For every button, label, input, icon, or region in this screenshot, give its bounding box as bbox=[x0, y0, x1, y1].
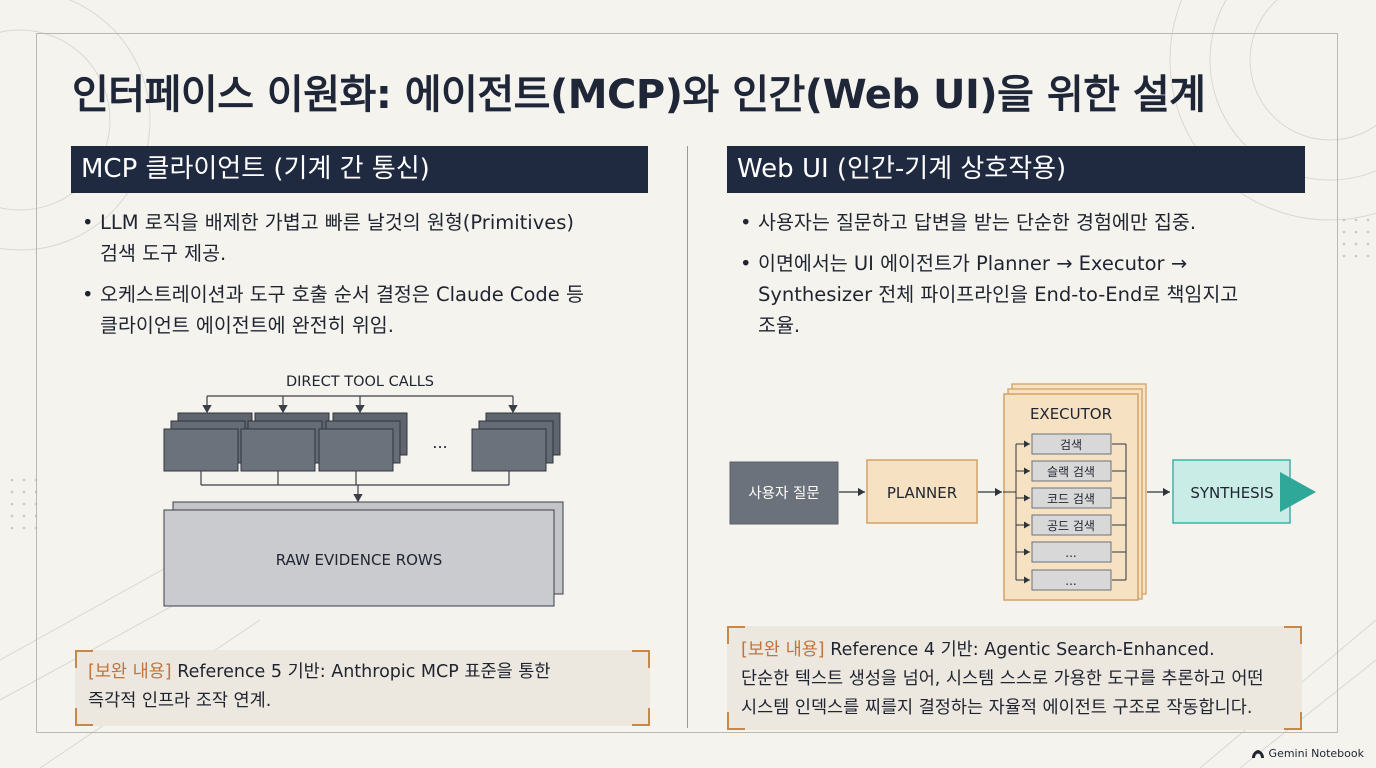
planner-label: PLANNER bbox=[887, 484, 957, 502]
bullet-line: 사용자는 질문하고 답변을 받는 단순한 경험에만 집중. bbox=[758, 211, 1197, 234]
synthesis-label: SYNTHESIS bbox=[1190, 484, 1273, 502]
executor-task-label: ... bbox=[1065, 546, 1076, 560]
synthesis-box bbox=[1172, 459, 1291, 524]
bullet-line: 조율. bbox=[758, 314, 801, 337]
brand-watermark: Gemini Notebook bbox=[1251, 747, 1364, 760]
webui-bullet-item: 이면에서는 UI 에이전트가 Planner → Executor → Synt… bbox=[736, 248, 1326, 341]
tool-call-connectors bbox=[202, 395, 518, 414]
executor-task-box bbox=[1031, 541, 1112, 563]
executor-task-label: 슬랙 검색 bbox=[1047, 465, 1095, 479]
bullet-line: 검색 도구 제공. bbox=[100, 242, 227, 265]
note-text: 단순한 텍스트 생성을 넘어, 시스템 스스로 가용한 도구를 추론하고 어떤 bbox=[741, 669, 1264, 689]
webui-pipeline-diagram: 사용자 질문 PLANNER EXECUTOR 검색 슬랙 검색 코드 검색 공… bbox=[729, 383, 1316, 601]
bullet-line: Synthesizer 전체 파이프라인을 End-to-End로 책임지고 bbox=[758, 283, 1239, 306]
note-corner bbox=[1284, 712, 1302, 730]
executor-task-box bbox=[1031, 569, 1112, 591]
note-corner bbox=[727, 712, 745, 730]
bullet-line: 오케스트레이션과 도구 호출 순서 결정은 Claude Code 등 bbox=[100, 283, 584, 306]
executor-task-box bbox=[1031, 487, 1112, 509]
direct-tool-calls-label: DIRECT TOOL CALLS bbox=[286, 374, 434, 390]
mcp-bullet-item: LLM 로직을 배제한 가볍고 빠른 날것의 원형(Primitives) 검색… bbox=[78, 207, 678, 269]
note-line: [보완 내용] Reference 5 기반: Anthropic MCP 표준… bbox=[88, 658, 650, 687]
tool-stack-ellipsis: ... bbox=[432, 433, 447, 452]
page-title: 인터페이스 이원화: 에이전트(MCP)와 인간(Web UI)을 위한 설계 bbox=[72, 72, 1206, 118]
planner-box bbox=[866, 459, 978, 524]
user-query-label: 사용자 질문 bbox=[748, 485, 819, 502]
tool-stack bbox=[240, 412, 330, 472]
column-divider bbox=[687, 146, 688, 728]
raw-evidence-label: RAW EVIDENCE ROWS bbox=[276, 551, 443, 569]
executor-task-box bbox=[1031, 460, 1112, 482]
note-text: 즉각적 인프라 조작 연계. bbox=[88, 691, 272, 711]
note-line: [보완 내용] Reference 4 기반: Agentic Search-E… bbox=[741, 636, 1302, 665]
mcp-bullet-item: 오케스트레이션과 도구 호출 순서 결정은 Claude Code 등 클라이언… bbox=[78, 279, 678, 341]
note-corner bbox=[727, 626, 745, 644]
bullet-line: LLM 로직을 배제한 가볍고 빠른 날것의 원형(Primitives) bbox=[100, 211, 575, 234]
webui-bullet-item: 사용자는 질문하고 답변을 받는 단순한 경험에만 집중. bbox=[736, 207, 1326, 238]
executor-task-box bbox=[1031, 514, 1112, 536]
executor-label: EXECUTOR bbox=[1030, 405, 1112, 423]
note-text: 시스템 인덱스를 찌를지 결정하는 자율적 에이전트 구조로 작동합니다. bbox=[741, 698, 1253, 718]
note-corner bbox=[75, 708, 93, 726]
tool-stack bbox=[471, 412, 561, 472]
mcp-bullet-list: LLM 로직을 배제한 가볍고 빠른 날것의 원형(Primitives) 검색… bbox=[78, 207, 678, 351]
raw-evidence-box bbox=[163, 501, 564, 607]
brand-label: Gemini Notebook bbox=[1268, 747, 1364, 760]
bullet-line: 이면에서는 UI 에이전트가 Planner → Executor → bbox=[758, 252, 1188, 275]
executor-task-box bbox=[1031, 433, 1112, 455]
user-query-box bbox=[729, 461, 839, 525]
evidence-connectors bbox=[200, 471, 510, 503]
mcp-direct-tool-calls-diagram: DIRECT TOOL CALLS ... bbox=[163, 374, 564, 607]
note-corner bbox=[632, 650, 650, 668]
bullet-line: 클라이언트 에이전트에 완전히 위임. bbox=[100, 314, 394, 337]
webui-bullet-list: 사용자는 질문하고 답변을 받는 단순한 경험에만 집중. 이면에서는 UI 에… bbox=[736, 207, 1326, 351]
mcp-supplement-note: [보완 내용] Reference 5 기반: Anthropic MCP 표준… bbox=[75, 650, 650, 726]
webui-section-header: Web UI (인간-기계 상호작용) bbox=[727, 146, 1305, 193]
executor-task-label: 코드 검색 bbox=[1047, 492, 1095, 506]
note-text: Reference 5 기반: Anthropic MCP 표준을 통한 bbox=[177, 662, 551, 682]
tool-stack bbox=[318, 412, 408, 472]
executor-branches bbox=[1003, 440, 1127, 584]
executor-task-label: 공드 검색 bbox=[1047, 519, 1095, 533]
executor-task-label: ... bbox=[1065, 574, 1076, 588]
notebook-logo-icon bbox=[1251, 749, 1264, 758]
note-tag: [보완 내용] bbox=[741, 640, 825, 660]
executor-task-label: 검색 bbox=[1060, 438, 1082, 452]
webui-supplement-note: [보완 내용] Reference 4 기반: Agentic Search-E… bbox=[727, 626, 1302, 730]
mcp-section-header: MCP 클라이언트 (기계 간 통신) bbox=[71, 146, 648, 193]
note-text: Reference 4 기반: Agentic Search-Enhanced. bbox=[830, 640, 1215, 660]
note-tag: [보완 내용] bbox=[88, 662, 172, 682]
tool-stack bbox=[163, 412, 253, 472]
note-corner bbox=[1284, 626, 1302, 644]
note-corner bbox=[632, 708, 650, 726]
content-frame bbox=[36, 33, 1338, 733]
note-corner bbox=[75, 650, 93, 668]
